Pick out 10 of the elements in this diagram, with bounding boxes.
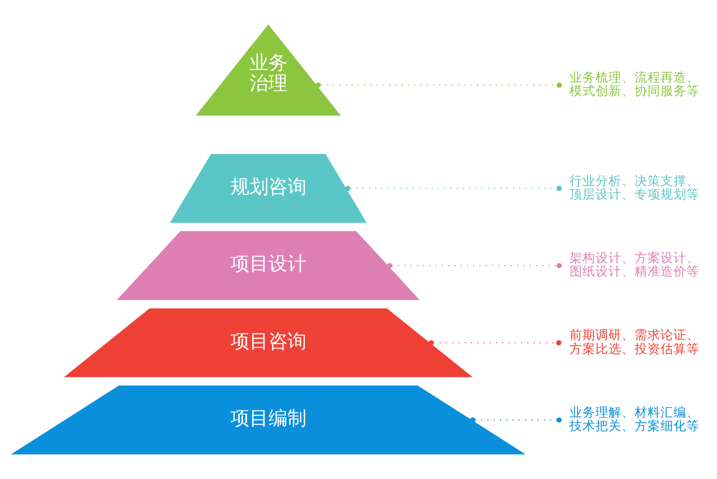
node-text: 业务理解、材料汇编、技术把关、方案细化等 <box>570 404 700 433</box>
node-text: 业务梳理、流程再造、模式创新、协同服务等 <box>570 70 700 98</box>
connector <box>315 82 562 88</box>
connector <box>345 186 562 191</box>
node-text: 行业分析、决策支撑、顶层设计、专项规划等 <box>570 172 700 202</box>
connector <box>428 340 562 346</box>
node-text: 前期调研、需求论证、方案比选、投资估算等 <box>570 327 700 356</box>
node-text: 架构设计、方案设计、图纸设计、精准造价等 <box>570 250 700 279</box>
connector <box>470 417 562 423</box>
connector <box>386 262 562 268</box>
